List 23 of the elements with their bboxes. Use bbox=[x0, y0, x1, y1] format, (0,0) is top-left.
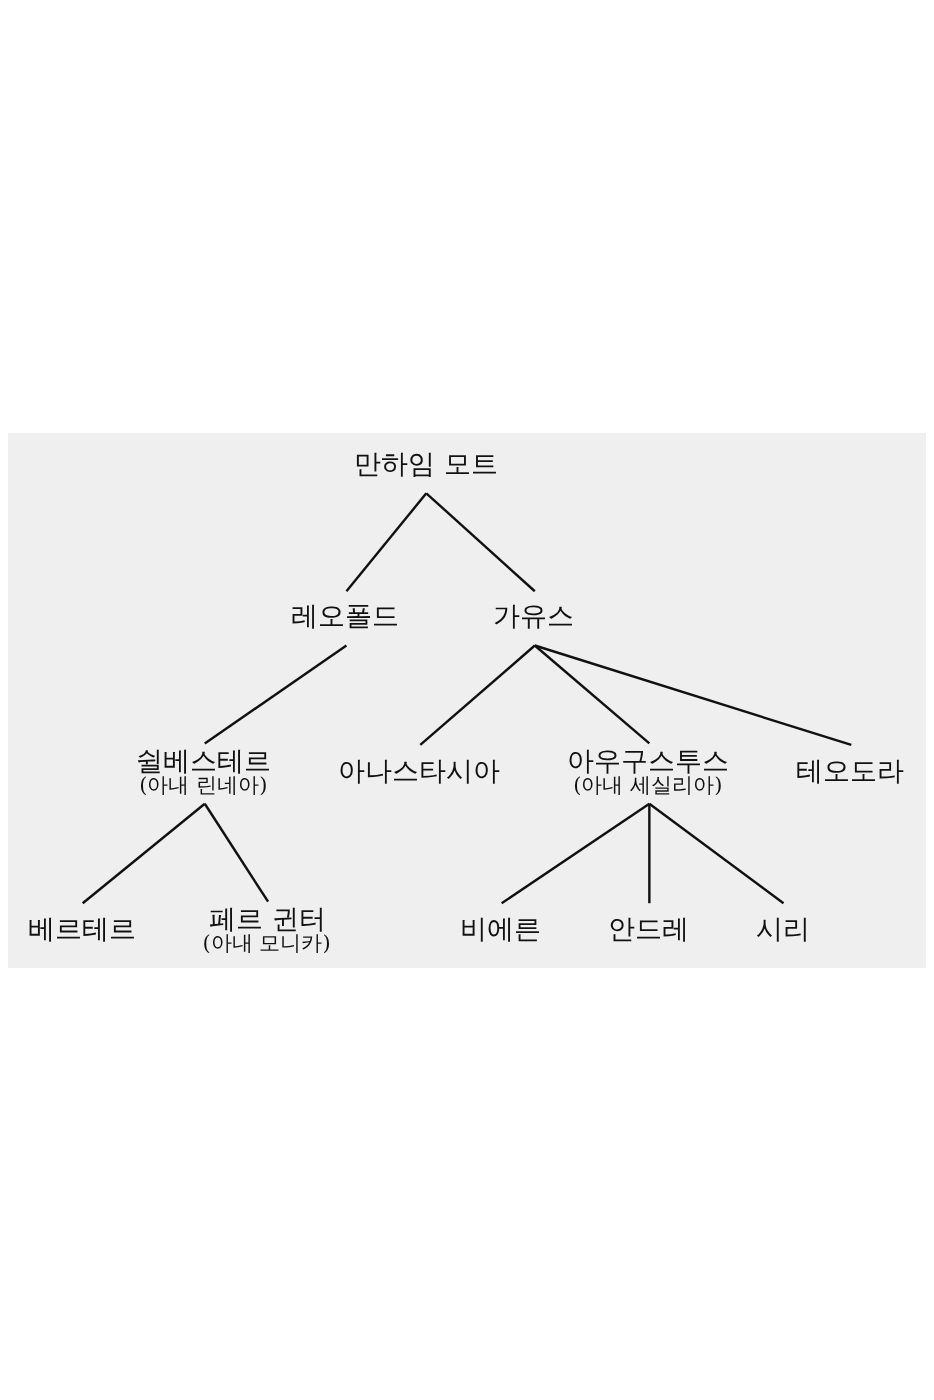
node-text: 아나스타시아 bbox=[338, 754, 501, 786]
node-text: 레오폴드 bbox=[291, 599, 400, 631]
node-text: 시리 bbox=[755, 912, 810, 944]
connector bbox=[81, 802, 206, 904]
connector bbox=[425, 491, 536, 592]
connector bbox=[204, 644, 348, 744]
node-text: 비에른 bbox=[460, 912, 542, 944]
node-text: 만하임 모트 bbox=[353, 447, 498, 479]
connector bbox=[648, 802, 785, 904]
connector bbox=[203, 802, 270, 902]
node-text: 페르 귄터 (아내 모니카) bbox=[202, 902, 331, 955]
node-text: 쉴베스테르 (아내 린네아) bbox=[136, 744, 272, 797]
connector bbox=[419, 644, 536, 746]
connector bbox=[345, 492, 428, 592]
connector bbox=[534, 644, 651, 744]
node-text: 안드레 bbox=[607, 912, 689, 944]
node-text: 가유스 bbox=[493, 599, 575, 631]
connector bbox=[501, 802, 651, 904]
node-text: 아우구스투스 (아내 세실리아) bbox=[567, 744, 730, 797]
connector bbox=[648, 803, 651, 903]
node-text: 베르테르 bbox=[27, 912, 136, 944]
node-text: 테오도라 bbox=[796, 754, 905, 786]
connector bbox=[534, 643, 852, 746]
